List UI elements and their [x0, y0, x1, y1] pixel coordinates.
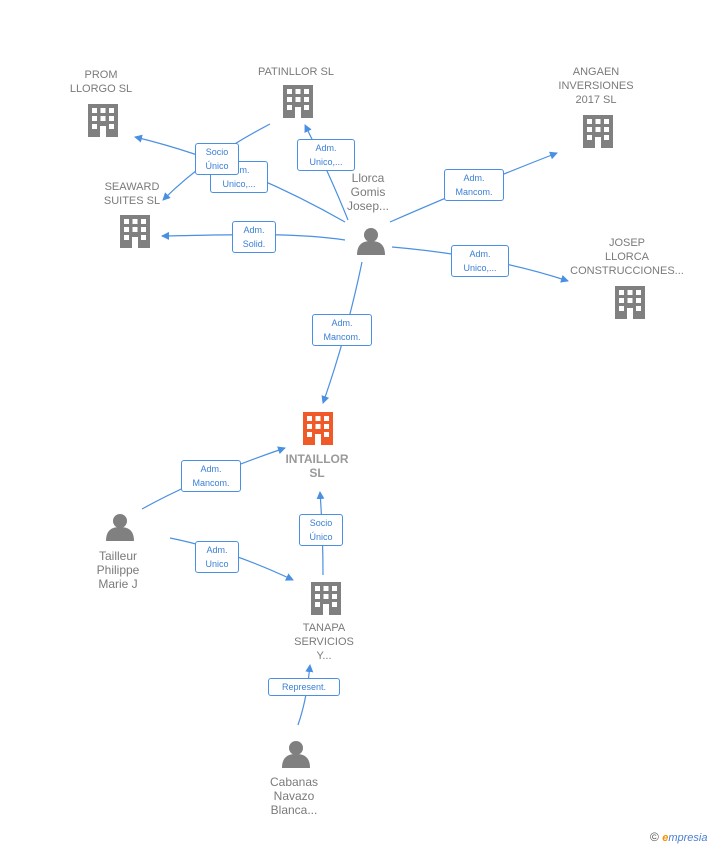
edge-label-adm-solid[interactable]: Adm. Solid. — [232, 221, 276, 253]
edge-label-line: Socio — [309, 518, 333, 528]
node-label-line: Marie J — [98, 577, 138, 591]
edge-label-line: Solid. — [242, 239, 266, 249]
node-label-line: Blanca... — [270, 803, 318, 817]
edge-label-line: Mancom. — [455, 187, 493, 197]
node-prom-llorgo[interactable]: PROM LLORGO SL — [70, 68, 132, 96]
edge-label-line: Adm. — [200, 464, 222, 474]
node-label-line: LLORCA — [604, 251, 650, 263]
node-label-line: Llorca — [351, 171, 385, 185]
edge-label-line: Adm. — [206, 545, 228, 555]
node-label-line: JOSEP — [608, 237, 646, 249]
brand-logo-text: mpresia — [668, 832, 708, 844]
node-label-line: Navazo — [273, 789, 315, 803]
node-label-line: Josep... — [346, 199, 390, 213]
main-building-icon — [303, 412, 333, 445]
edge-label-line: Mancom. — [192, 478, 230, 488]
edge-label-line: Adm. — [331, 318, 353, 328]
node-cabanas[interactable]: Cabanas Navazo Blanca... — [270, 775, 318, 817]
building-icon — [583, 115, 613, 148]
node-label-line: SL — [309, 466, 325, 480]
node-label-line: SUITES SL — [103, 195, 161, 207]
edge-label-adm-unico-josep[interactable]: Adm. Unico,... — [451, 245, 509, 277]
edge-label-line: Unico,... — [309, 157, 343, 167]
edge-label-line: Único — [309, 532, 333, 542]
node-patinllor[interactable]: PATINLLOR SL — [258, 65, 334, 79]
edge-label-line: Adm. — [243, 225, 265, 235]
node-label-line: Philippe — [96, 563, 140, 577]
node-label-line: ANGAEN — [572, 66, 620, 78]
node-tanapa[interactable]: TANAPA SERVICIOS Y... — [294, 621, 354, 663]
edge-label-socio-unico-tanapa[interactable]: Socio Único — [299, 514, 343, 546]
building-icon — [283, 85, 313, 118]
building-icon — [615, 286, 645, 319]
node-tailleur[interactable]: Tailleur Philippe Marie J — [97, 549, 140, 591]
node-label-line: SERVICIOS — [294, 636, 354, 648]
edge-label-adm-unico-tailleur[interactable]: Adm. Unico — [195, 541, 239, 573]
node-label-line: PROM — [84, 69, 118, 81]
building-icon — [120, 215, 150, 248]
node-label-line: Cabanas — [269, 775, 319, 789]
edge-label-line: Unico,... — [222, 179, 256, 189]
edge-label-adm-mancom-tailleur[interactable]: Adm. Mancom. — [181, 460, 241, 492]
node-label-line: LLORGO SL — [69, 83, 133, 95]
node-label-line: TANAPA — [302, 622, 346, 634]
node-llorca[interactable]: Llorca Gomis Josep... — [347, 171, 389, 213]
edge-label-represent[interactable]: Represent. — [268, 678, 340, 696]
building-icon — [88, 104, 118, 137]
edge-label-adm-mancom-angaen[interactable]: Adm. Mancom. — [444, 169, 504, 201]
node-label-line: Tailleur — [98, 549, 138, 563]
edge-label-line: Socio — [205, 147, 229, 157]
node-label-line: Gomis — [350, 185, 386, 199]
person-icon — [282, 741, 310, 768]
edge-label-line: Represent. — [281, 682, 327, 692]
edge-label-line: Unico,... — [463, 263, 497, 273]
person-icon — [357, 228, 385, 255]
brand-footer: © empresia — [650, 830, 707, 844]
edge-llorca-patinllor — [304, 124, 349, 221]
node-josep-llorca[interactable]: JOSEP LLORCA CONSTRUCCIONES... — [570, 236, 684, 278]
node-label-line: 2017 SL — [575, 94, 617, 106]
node-label-line: INVERSIONES — [558, 80, 634, 92]
edge-label-adm-unico-patinllor[interactable]: Adm. Unico,... — [297, 139, 355, 171]
edge-label-line: Adm. — [463, 173, 485, 183]
building-icon — [311, 582, 341, 615]
node-label-line: INTAILLOR — [285, 452, 349, 466]
edge-label-line: Adm. — [315, 143, 337, 153]
node-label-line: PATINLLOR SL — [257, 66, 335, 78]
edge-label-socio-unico[interactable]: Socio Único — [195, 143, 239, 175]
node-angaen[interactable]: ANGAEN INVERSIONES 2017 SL — [558, 65, 633, 107]
edge-label-line: Mancom. — [323, 332, 361, 342]
brand-logo-initial: e — [662, 832, 669, 844]
node-label-line: CONSTRUCCIONES... — [570, 265, 684, 277]
brand-logo: empresia — [662, 832, 707, 844]
edge-label-line: Único — [205, 161, 229, 171]
edge-label-adm-mancom-intaillor[interactable]: Adm. Mancom. — [312, 314, 372, 346]
node-intaillor[interactable]: INTAILLOR SL — [285, 452, 348, 480]
node-label-line: SEAWARD — [104, 181, 160, 193]
edge-cabanas-tanapa — [297, 664, 314, 726]
node-label-line: Y... — [316, 650, 332, 662]
person-icon — [106, 514, 134, 541]
node-seaward[interactable]: SEAWARD SUITES SL — [104, 180, 160, 208]
copyright-icon: © — [650, 830, 659, 844]
edge-label-line: Adm. — [469, 249, 491, 259]
edge-label-line: Unico — [205, 559, 229, 569]
